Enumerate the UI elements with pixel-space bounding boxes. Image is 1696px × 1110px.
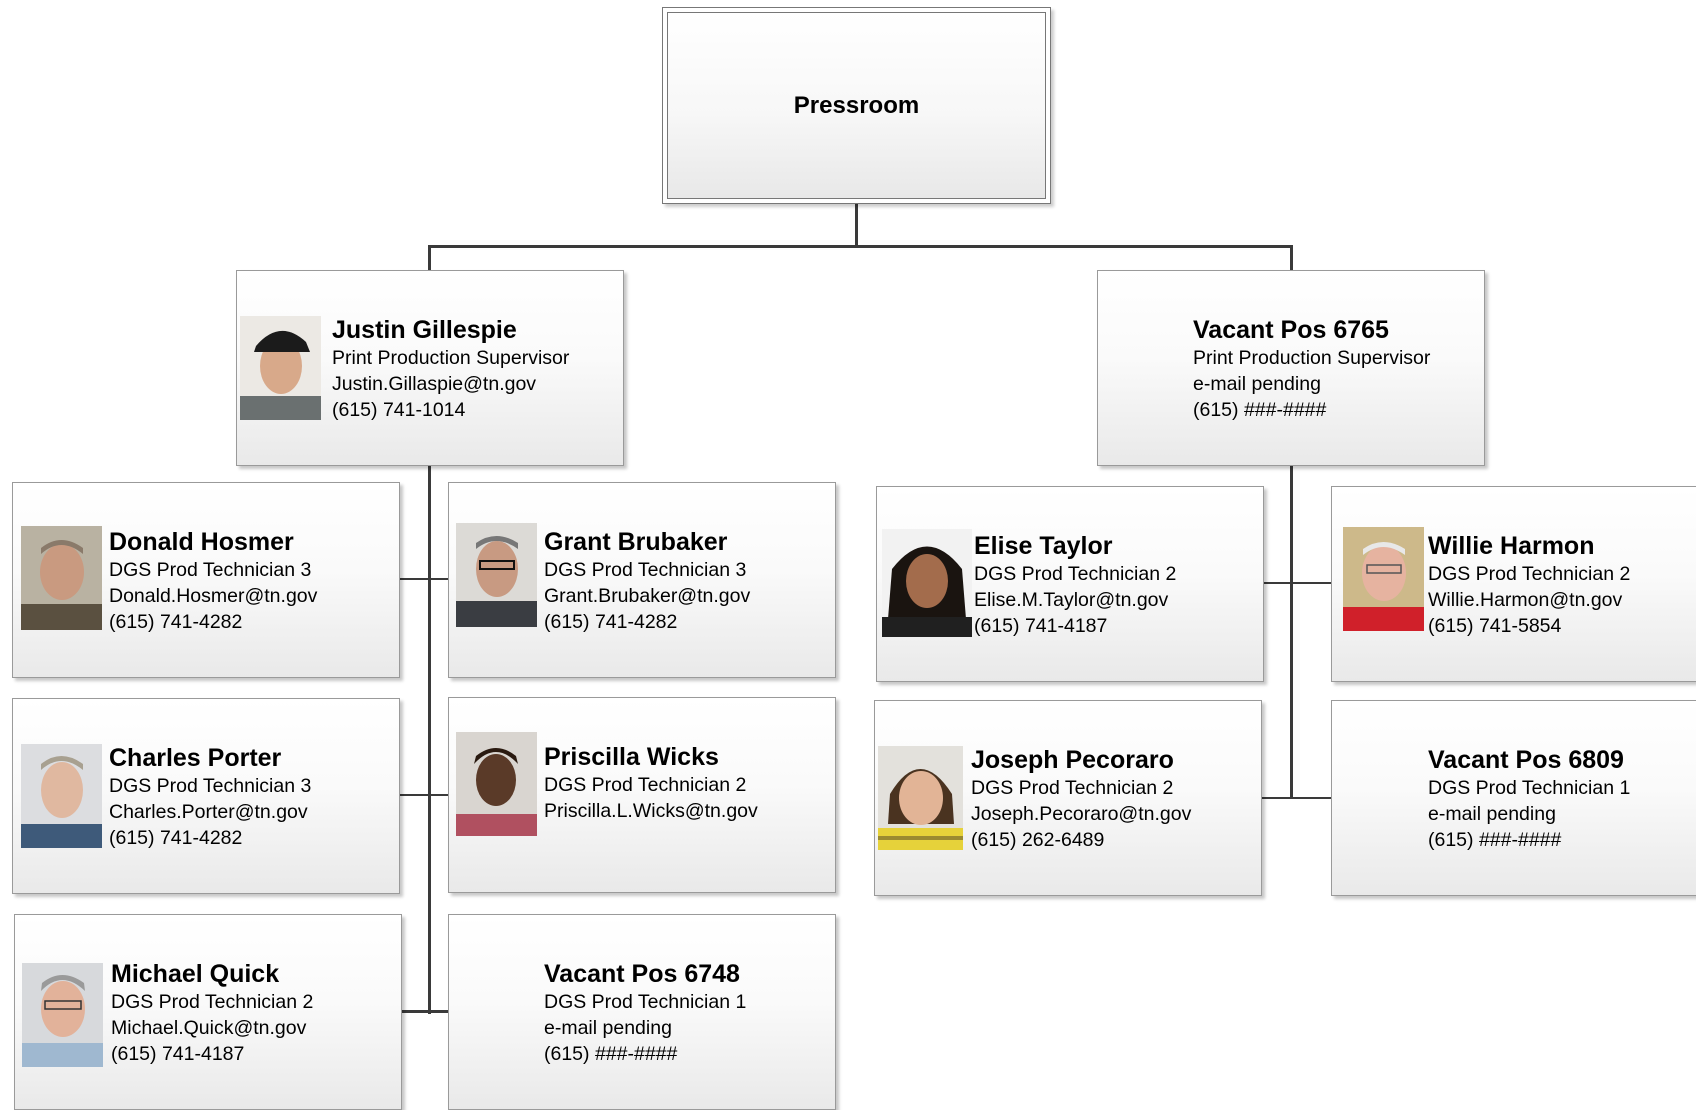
email-link[interactable]: Justin.Gillaspie@tn.gov xyxy=(332,373,537,395)
job-title: Print Production Supervisor xyxy=(332,347,570,369)
person-name: Donald Hosmer xyxy=(109,528,294,556)
portrait-photo xyxy=(22,963,103,1067)
connector-left-row2 xyxy=(400,794,448,796)
portrait-photo xyxy=(456,523,537,627)
phone-number: (615) 741-5854 xyxy=(1428,615,1562,637)
job-title: DGS Prod Technician 3 xyxy=(109,775,312,797)
portrait-photo xyxy=(21,744,102,848)
connector-to-right-supervisor xyxy=(1290,245,1293,271)
phone-number: (615) 741-4282 xyxy=(109,611,243,633)
connector-root-horizontal xyxy=(428,245,1293,248)
org-card-vacant-pos-6748: Vacant Pos 6748 DGS Prod Technician 1 e-… xyxy=(448,914,836,1110)
org-root-pressroom: Pressroom xyxy=(662,7,1051,204)
connector-right-row1 xyxy=(1264,582,1331,584)
connector-right-row2 xyxy=(1262,797,1331,799)
org-card-justin-gillespie: Justin Gillespie Print Production Superv… xyxy=(236,270,624,466)
org-card-priscilla-wicks: Priscilla Wicks DGS Prod Technician 2 Pr… xyxy=(448,697,836,893)
connector-left-row3 xyxy=(402,1010,448,1013)
person-name: Elise Taylor xyxy=(974,532,1113,560)
person-name: Willie Harmon xyxy=(1428,532,1595,560)
person-name: Michael Quick xyxy=(111,960,280,988)
phone-number: (615) 741-1014 xyxy=(332,399,466,421)
job-title: Print Production Supervisor xyxy=(1193,347,1431,369)
job-title: DGS Prod Technician 2 xyxy=(974,563,1177,585)
org-card-charles-porter: Charles Porter DGS Prod Technician 3 Cha… xyxy=(12,698,400,894)
job-title: DGS Prod Technician 2 xyxy=(971,777,1174,799)
phone-number: (615) 741-4282 xyxy=(109,827,243,849)
phone-number: (615) ###-#### xyxy=(1428,829,1562,851)
person-name: Grant Brubaker xyxy=(544,528,728,556)
job-title: DGS Prod Technician 3 xyxy=(109,559,312,581)
portrait-photo xyxy=(1343,527,1424,631)
email-status: e-mail pending xyxy=(1193,373,1321,395)
job-title: DGS Prod Technician 2 xyxy=(111,991,314,1013)
job-title: DGS Prod Technician 2 xyxy=(1428,563,1631,585)
email-link[interactable]: Charles.Porter@tn.gov xyxy=(109,801,308,823)
connector-left-trunk xyxy=(428,466,431,1014)
person-name: Justin Gillespie xyxy=(332,316,517,344)
portrait-photo xyxy=(21,526,102,630)
portrait-photo xyxy=(456,732,537,836)
person-name: Vacant Pos 6748 xyxy=(544,960,740,988)
email-link[interactable]: Grant.Brubaker@tn.gov xyxy=(544,585,751,607)
job-title: DGS Prod Technician 1 xyxy=(1428,777,1631,799)
job-title: DGS Prod Technician 3 xyxy=(544,559,747,581)
phone-number: (615) 741-4187 xyxy=(974,615,1108,637)
email-link[interactable]: Michael.Quick@tn.gov xyxy=(111,1017,307,1039)
connector-to-left-supervisor xyxy=(428,245,431,271)
email-link[interactable]: Willie.Harmon@tn.gov xyxy=(1428,589,1623,611)
phone-number: (615) 741-4282 xyxy=(544,611,678,633)
org-card-elise-taylor: Elise Taylor DGS Prod Technician 2 Elise… xyxy=(876,486,1264,682)
person-name: Priscilla Wicks xyxy=(544,743,719,771)
email-link[interactable]: Priscilla.L.Wicks@tn.gov xyxy=(544,800,758,822)
email-link[interactable]: Joseph.Pecoraro@tn.gov xyxy=(971,803,1192,825)
email-status: e-mail pending xyxy=(1428,803,1556,825)
person-name: Charles Porter xyxy=(109,744,282,772)
org-card-joseph-pecoraro: Joseph Pecoraro DGS Prod Technician 2 Jo… xyxy=(874,700,1262,896)
connector-left-row1 xyxy=(400,578,448,580)
connector-right-trunk xyxy=(1290,466,1293,799)
person-name: Vacant Pos 6765 xyxy=(1193,316,1389,344)
phone-number: (615) 262-6489 xyxy=(971,829,1105,851)
email-link[interactable]: Elise.M.Taylor@tn.gov xyxy=(974,589,1169,611)
job-title: DGS Prod Technician 1 xyxy=(544,991,747,1013)
portrait-photo xyxy=(882,529,972,637)
phone-number: (615) 741-4187 xyxy=(111,1043,245,1065)
email-link[interactable]: Donald.Hosmer@tn.gov xyxy=(109,585,318,607)
portrait-photo xyxy=(240,316,321,420)
org-root-label: Pressroom xyxy=(667,12,1046,199)
org-card-michael-quick: Michael Quick DGS Prod Technician 2 Mich… xyxy=(14,914,402,1110)
job-title: DGS Prod Technician 2 xyxy=(544,774,747,796)
person-name: Vacant Pos 6809 xyxy=(1428,746,1624,774)
org-card-donald-hosmer: Donald Hosmer DGS Prod Technician 3 Dona… xyxy=(12,482,400,678)
phone-number: (615) ###-#### xyxy=(1193,399,1327,421)
org-card-willie-harmon: Willie Harmon DGS Prod Technician 2 Will… xyxy=(1331,486,1696,682)
email-status: e-mail pending xyxy=(544,1017,672,1039)
phone-number: (615) ###-#### xyxy=(544,1043,678,1065)
org-card-vacant-pos-6765: Vacant Pos 6765 Print Production Supervi… xyxy=(1097,270,1485,466)
person-name: Joseph Pecoraro xyxy=(971,746,1174,774)
portrait-photo xyxy=(878,746,963,850)
connector-root-down xyxy=(855,202,858,248)
org-card-vacant-pos-6809: Vacant Pos 6809 DGS Prod Technician 1 e-… xyxy=(1331,700,1696,896)
org-card-grant-brubaker: Grant Brubaker DGS Prod Technician 3 Gra… xyxy=(448,482,836,678)
